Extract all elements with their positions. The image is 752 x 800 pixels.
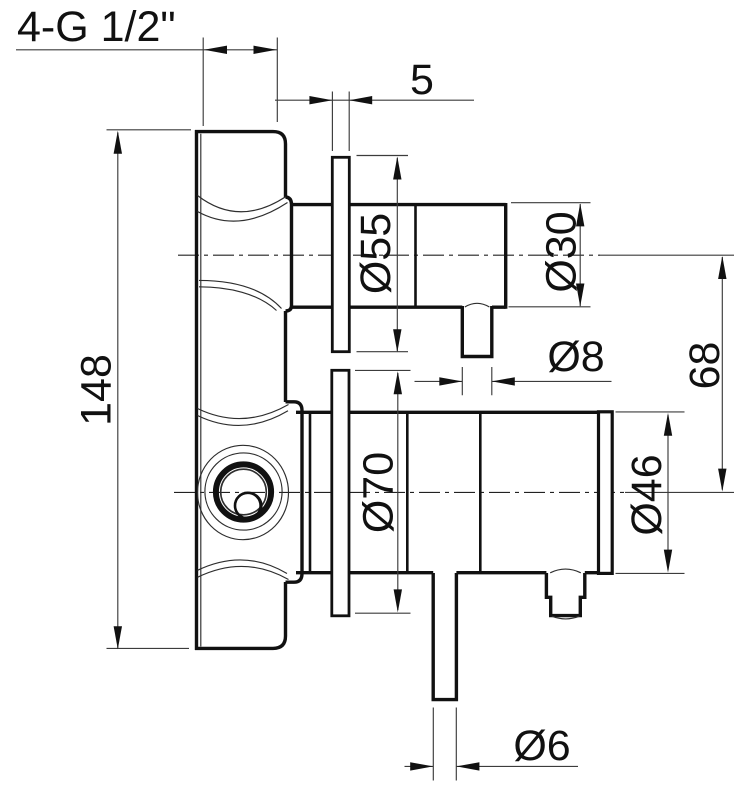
lower-waist-curve-b bbox=[197, 410, 289, 426]
upper-trim-plate bbox=[330, 155, 351, 354]
lower-fillet-curve-b bbox=[197, 565, 289, 581]
lower-trim-dia-label: Ø70 bbox=[355, 452, 403, 533]
plate-height-arrow-top bbox=[113, 130, 123, 154]
pin-dia-arrow-left bbox=[439, 377, 463, 386]
wall-plate bbox=[194, 129, 290, 651]
upper-trim-dia-arrow-bottom bbox=[393, 329, 402, 353]
end-cap bbox=[596, 410, 614, 575]
trim-thickness-label: 5 bbox=[410, 56, 434, 104]
lower-collar-top bbox=[285, 400, 304, 411]
axis-distance-arrow-top bbox=[718, 256, 727, 279]
thread-callout-label: 4-G 1/2" bbox=[17, 3, 176, 51]
upper-waist-curve-a bbox=[197, 195, 287, 213]
port-ball-arc bbox=[252, 492, 263, 519]
lower-valve-body bbox=[285, 368, 614, 702]
plate-height-extensions bbox=[106, 129, 191, 649]
trim-thickness-extensions bbox=[331, 91, 350, 151]
upper-body-dia-arrow-bottom bbox=[576, 283, 585, 307]
pin-dia-label: Ø8 bbox=[547, 333, 604, 381]
trim-thickness-arrow-left bbox=[309, 96, 333, 105]
upper-trim-dia-label: Ø55 bbox=[352, 213, 400, 294]
pin-root-arc bbox=[464, 302, 490, 308]
bleed-screw-bottom-arc bbox=[551, 615, 580, 620]
upper-trim-dia-extensions bbox=[356, 154, 408, 353]
dimension-labels: 4-G 1/2" 5 148 Ø55 Ø30 Ø8 68 Ø70 Ø46 Ø6 bbox=[17, 3, 729, 770]
upper-trim-dia-arrow-top bbox=[393, 156, 402, 180]
spindle-dia-arrow-right bbox=[456, 762, 480, 771]
lower-body-dia-arrow-bottom bbox=[663, 549, 673, 573]
port-boss-outer-ring bbox=[196, 444, 290, 541]
plate-bottom-edge bbox=[195, 582, 288, 651]
lower-trim-dia-extensions bbox=[355, 369, 411, 614]
dimension-arrowheads bbox=[113, 45, 727, 771]
spindle-dia-arrow-left bbox=[410, 762, 434, 771]
bleed-screw-top-arc bbox=[549, 568, 582, 574]
upper-waist-curve-b bbox=[197, 202, 288, 222]
upper-fillet-curve-a bbox=[198, 279, 282, 309]
lower-fillet-curve-a bbox=[197, 559, 288, 574]
callout-arrow-left bbox=[204, 45, 227, 54]
pin-dia-arrow-right bbox=[491, 377, 515, 386]
dimension-lines bbox=[16, 37, 723, 781]
upper-body-dia-extensions bbox=[508, 202, 591, 308]
lower-body-dia-extensions bbox=[615, 411, 685, 574]
port-seal-ring bbox=[212, 461, 275, 523]
bleed-screw bbox=[544, 573, 587, 618]
lower-waist-curve-a bbox=[197, 404, 289, 420]
axis-distance-arrow-bottom bbox=[718, 468, 727, 492]
plate-height-label: 148 bbox=[73, 354, 121, 426]
upper-flange bbox=[285, 195, 294, 313]
lower-trim-dia-arrow-bottom bbox=[393, 589, 402, 613]
lower-trim-plate bbox=[330, 368, 351, 618]
upper-fillet-curve-b bbox=[198, 286, 277, 311]
callout-extensions bbox=[202, 37, 278, 126]
spindle-dia-extensions bbox=[432, 707, 457, 781]
trim-thickness-arrow-right bbox=[349, 96, 373, 105]
lower-body-dia-label: Ø46 bbox=[623, 454, 671, 535]
spindle-dia-label: Ø6 bbox=[513, 722, 570, 770]
axis-distance-label: 68 bbox=[681, 342, 729, 390]
plate-top-edge bbox=[195, 129, 288, 197]
pin-dia-extensions bbox=[461, 367, 493, 396]
pin-outline bbox=[460, 306, 494, 359]
port-boss-inner-ring bbox=[204, 452, 283, 531]
spindle-rod bbox=[431, 573, 459, 702]
upper-body-dia-arrow-top bbox=[576, 203, 585, 227]
upper-body-dia-label: Ø30 bbox=[538, 211, 586, 292]
lower-body-dia-arrow-top bbox=[663, 412, 673, 436]
plate-height-arrow-bottom bbox=[113, 626, 123, 650]
callout-arrow-right bbox=[253, 45, 277, 54]
port-bore-ring bbox=[219, 468, 268, 516]
lower-collar-bottom bbox=[285, 573, 304, 584]
upper-valve-barrel bbox=[285, 155, 508, 359]
lower-trim-dia-arrow-top bbox=[393, 371, 402, 395]
